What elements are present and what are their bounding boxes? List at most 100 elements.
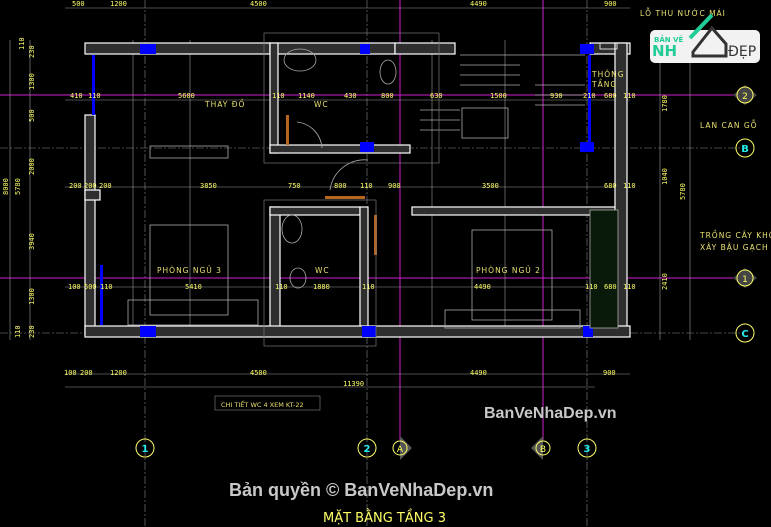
dimension-label: 110 (275, 283, 288, 291)
dimension-label: 200 (80, 369, 93, 377)
dimension-label: 2000 (28, 158, 36, 175)
note-planter-2: XÂY BẬU GẠCH 110 (700, 243, 771, 252)
dimension-label: 230 (28, 325, 36, 338)
grid-bubble-right-2: 2 (733, 85, 757, 105)
dimension-label: 110 (585, 283, 598, 291)
windows (92, 44, 594, 337)
dimension-label: 680 (604, 283, 617, 291)
dimension-label: 4500 (250, 369, 267, 377)
svg-text:2: 2 (364, 444, 371, 455)
dimension-label: 5600 (178, 92, 195, 100)
door-bedroom-2 (374, 215, 377, 255)
svg-text:3: 3 (584, 444, 591, 455)
roof-drain-icon (599, 42, 618, 50)
dimension-label: 3850 (200, 182, 217, 190)
furniture (127, 32, 619, 347)
dimension-label: 110 (623, 92, 636, 100)
dimension-label: 680 (604, 92, 617, 100)
grid-lines (0, 0, 745, 527)
dimension-label: 230 (28, 45, 36, 58)
watermark-copyright: Bản quyền © BanVeNhaDep.vn (229, 480, 493, 500)
dimension-label: 110 (14, 325, 22, 338)
dimension-label: 680 (604, 182, 617, 190)
door-wc-bottom (325, 196, 365, 199)
walls (84, 42, 631, 338)
door-wc-top (286, 115, 289, 145)
svg-text:1: 1 (742, 275, 748, 285)
toilet-icon-2 (289, 267, 307, 289)
dimension-label: 200 (99, 182, 112, 190)
note-railing: LAN CAN GỖ (700, 120, 758, 130)
room-label-dressing: THAY ĐỒ (204, 99, 245, 109)
dimension-label: 1040 (661, 168, 669, 185)
dimension-label: 900 (388, 182, 401, 190)
note-roof-drain: LỖ THU NƯỚC MÁI (640, 8, 726, 18)
svg-text:A: A (397, 445, 404, 455)
dimension-label: 100 (68, 283, 81, 291)
room-label-shaft-1: THÔNG (591, 70, 625, 79)
dimension-label: 2410 (661, 273, 669, 290)
dimension-label: 630 (430, 92, 443, 100)
dimension-label: 900 (603, 369, 616, 377)
dimension-label: 210 (583, 92, 596, 100)
dimension-label: 4490 (474, 283, 491, 291)
stair-landing (461, 107, 509, 139)
wardrobe (149, 145, 229, 159)
dimension-label: 750 (288, 182, 301, 190)
planter-box (589, 209, 619, 329)
dimension-label: 1300 (28, 288, 36, 305)
dimension-label: 1300 (28, 73, 36, 90)
room-label-shaft-2: TẦNG (591, 79, 617, 89)
dimension-label: 4500 (250, 0, 267, 8)
grid-bubble-bottom-2: 2 (357, 438, 377, 458)
dimension-label: 3500 (482, 182, 499, 190)
sink-icon-2 (281, 214, 303, 244)
dimension-label: 1780 (661, 95, 669, 112)
dimension-label: 900 (604, 0, 617, 8)
grid-bubble-bottom-1: 1 (135, 438, 155, 458)
dimension-label: 5410 (185, 283, 202, 291)
svg-text:B: B (540, 445, 546, 455)
svg-text:ĐẸP: ĐẸP (728, 44, 756, 60)
dimension-label: 500 (84, 283, 97, 291)
dimension-lines (9, 7, 691, 388)
bed-3 (149, 224, 229, 316)
svg-text:C: C (741, 329, 748, 340)
site-logo: BẢN VẼ NH ĐẸP (650, 13, 760, 63)
dimension-label: 3940 (28, 233, 36, 250)
dimension-label: 4490 (470, 0, 487, 8)
note-wc-detail: CHI TIẾT WC 4 XEM KT-22 (221, 399, 304, 409)
dimension-label: 110 (360, 182, 373, 190)
dimension-label: 430 (344, 92, 357, 100)
dimension-label: 1880 (313, 283, 330, 291)
dimension-label: 8000 (2, 178, 10, 195)
svg-text:1: 1 (142, 444, 149, 455)
dimension-label: 11390 (343, 380, 364, 388)
dimension-label: 200 (84, 182, 97, 190)
room-label-wc-top: WC (314, 100, 329, 109)
dimension-label: 110 (623, 283, 636, 291)
sink-icon (283, 48, 317, 72)
dimension-label: 410 (70, 92, 83, 100)
dimension-label: 500 (72, 0, 85, 8)
dimension-label: 5780 (14, 178, 22, 195)
dimension-label: 1200 (110, 0, 127, 8)
svg-text:NH: NH (652, 42, 677, 60)
dimension-label: 110 (18, 37, 26, 50)
dimension-label: 110 (272, 92, 285, 100)
dimension-label: 800 (381, 92, 394, 100)
grid-bubble-bottom-3: 3 (577, 438, 597, 458)
dimension-labels: 500 1200 4500 4490 900 410 110 5600 110 … (2, 0, 687, 388)
room-label-bedroom-3: PHÒNG NGỦ 3 (157, 265, 222, 275)
dimension-label: 500 (28, 109, 36, 122)
dimension-label: 800 (334, 182, 347, 190)
grid-bubble-right-c: C (735, 323, 755, 343)
stairs (420, 54, 585, 131)
svg-text:BẢN VẼ: BẢN VẼ (654, 34, 683, 44)
grid-bubble-right-b: B (735, 138, 755, 158)
toilet-icon (379, 59, 397, 85)
dimension-label: 930 (550, 92, 563, 100)
note-planter-1: TRỒNG CÂY KHÔ (699, 230, 771, 240)
svg-text:2: 2 (742, 92, 748, 102)
